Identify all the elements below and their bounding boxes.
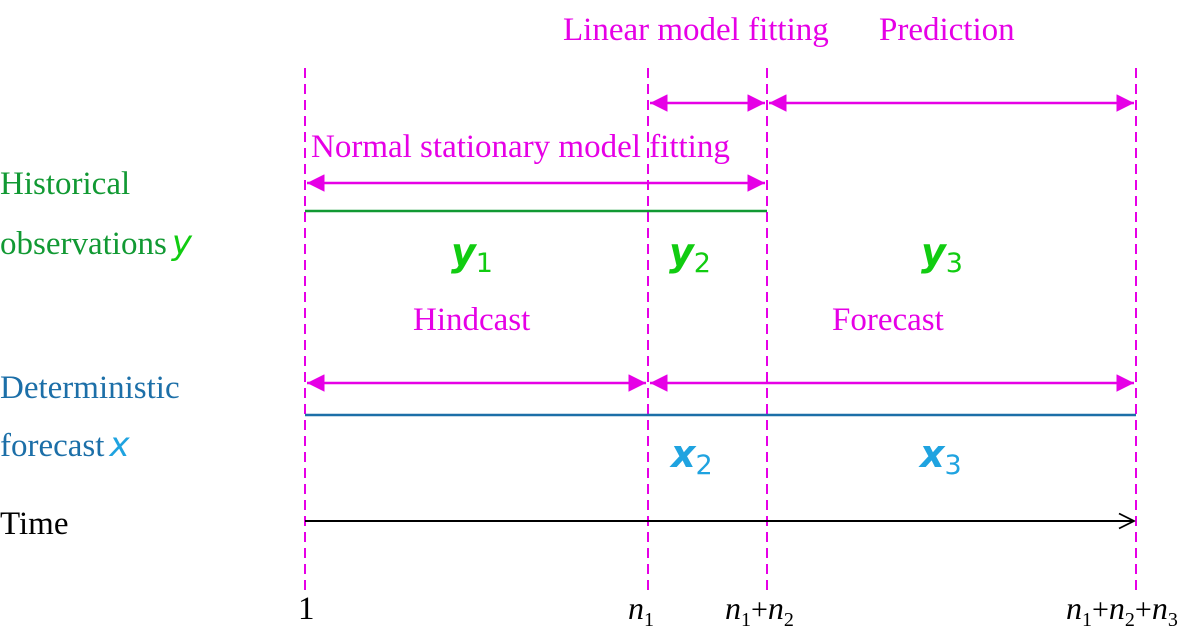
segment-x2: x2 (669, 432, 713, 481)
hindcast-label: Hindcast (413, 302, 530, 338)
forecast-label: Forecast (832, 302, 944, 338)
segment-y3: y3 (921, 230, 963, 279)
segment-x3: x3 (918, 432, 962, 481)
tick-n1: n1 (628, 590, 654, 630)
time-label: Time (0, 506, 68, 542)
tick-n1n2: n1+n2 (725, 590, 794, 630)
segment-y2: y2 (669, 230, 711, 279)
normal-fit-label: Normal stationary model fitting (311, 129, 730, 165)
segment-y1: y1 (451, 230, 493, 279)
prediction-label: Prediction (879, 12, 1015, 48)
deterministic-label-line1: Deterministic (0, 370, 180, 406)
linear-fit-label: Linear model fitting (563, 12, 829, 48)
tick-n1n2n3: n1+n2+n3 (1066, 590, 1178, 630)
tick-start: 1 (298, 591, 315, 627)
historical-label-line1: Historical (0, 166, 130, 202)
